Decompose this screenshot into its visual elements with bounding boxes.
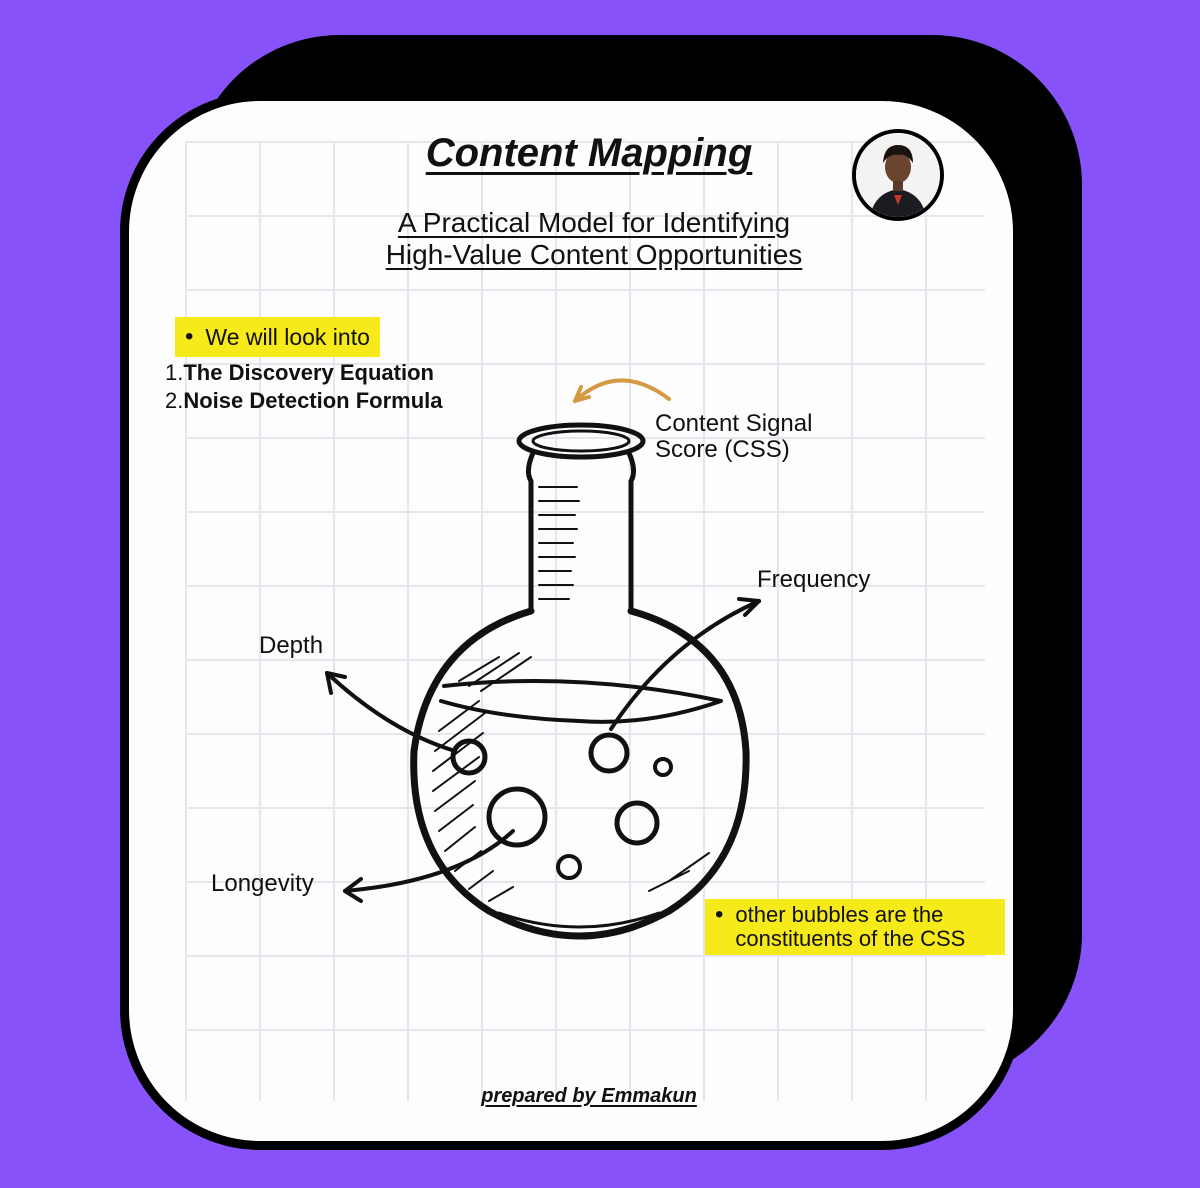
depth-label: Depth [259,632,324,659]
bullet-icon: • [715,901,724,928]
depth-arrow [325,671,457,753]
css-label: Content Signal Score (CSS) [655,411,875,463]
flask-bulb [410,607,750,940]
intro-highlight: • We will look into [175,317,380,357]
longevity-label: Longevity [211,870,314,897]
topic-list: 1.The Discovery Equation 2.Noise Detecti… [165,359,443,415]
subtitle-line-1: A Practical Model for Identifying [397,207,791,238]
author-avatar [852,129,944,221]
bubble-longevity [486,786,548,848]
list-item: 2.Noise Detection Formula [165,387,443,415]
bullet-icon: • [185,323,194,350]
note-text: other bubbles are the constituents of th… [735,902,966,951]
list-item: 1.The Discovery Equation [165,359,443,387]
flask-diagram [325,378,761,940]
footer-credit: prepared by Emmakun [481,1085,697,1107]
list-number: 1. [165,360,184,385]
list-text: The Discovery Equation [183,360,434,385]
subtitle: A Practical Model for Identifying High-V… [269,207,919,271]
css-label-line-2: Score (CSS) [655,436,790,463]
css-label-line-1: Content Signal [655,410,813,437]
bubble-small [653,757,673,777]
list-number: 2. [165,388,184,413]
frequency-label: Frequency [757,566,871,593]
bubble-small-2 [556,854,582,880]
bubble-depth [450,738,488,776]
liquid-surface [439,679,723,724]
flask-rim [516,422,646,460]
note-highlight: • other bubbles are the constituents of … [705,899,1006,955]
list-text: Noise Detection Formula [183,388,443,413]
longevity-arrow [343,829,515,903]
subtitle-line-2: High-Value Content Opportunities [385,239,803,270]
bubble-medium [614,800,660,846]
infographic-card: Content Mapping A Practical Model for Id… [120,92,1022,1150]
css-arrow [573,378,671,403]
page-title: Content Mapping [425,131,753,175]
frequency-arrow [609,597,761,731]
intro-text: We will look into [205,323,370,350]
bubble-frequency [588,732,630,774]
